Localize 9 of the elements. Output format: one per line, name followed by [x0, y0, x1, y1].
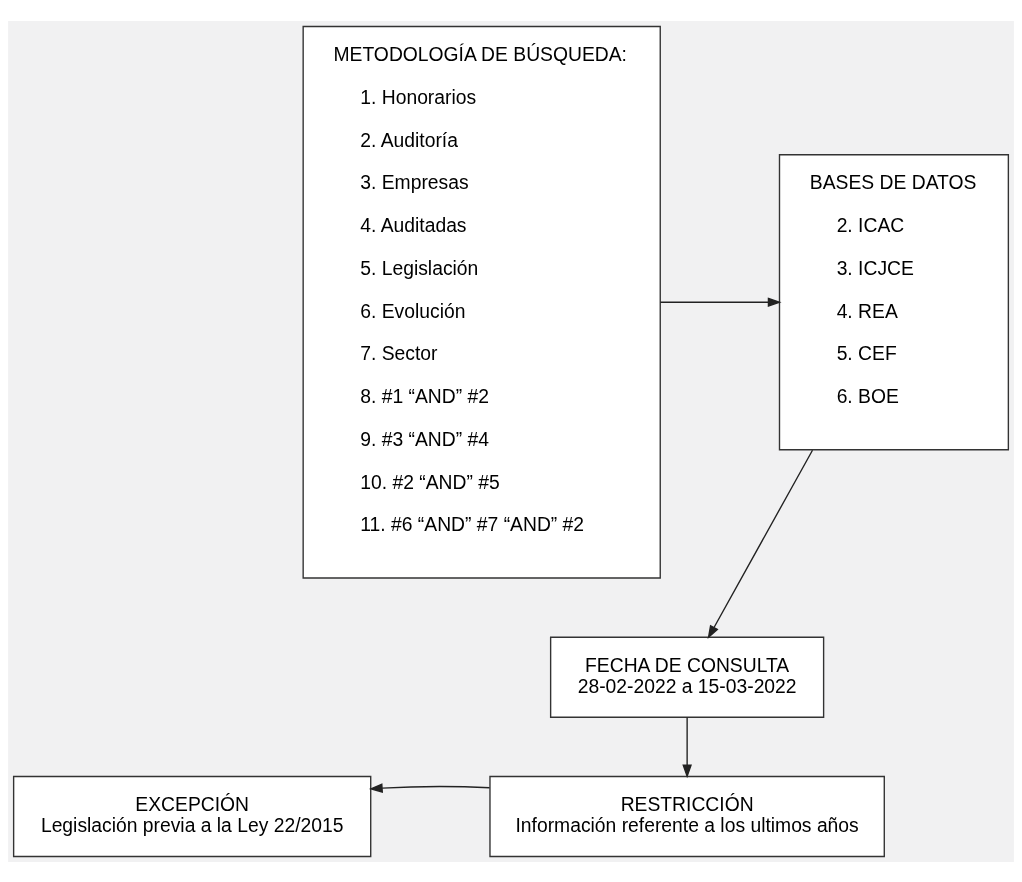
- arrow: [707, 449, 814, 639]
- arrow: [682, 716, 692, 778]
- node-box: EXCEPCIÓN Legislación previa a la Ley 22/2015: [12, 775, 372, 857]
- node-box: RESTRICCIÓN Información referente a los ultimos años: [489, 775, 885, 857]
- node-box: METODOLOGÍA DE BÚSQUEDA: 1. Honorarios 2. Auditoría 3. Empresas 4. Auditadas 5. Legislación 6. Evolución 7. Sector 8. #1 “AND” #2 9. #3 “AND” #4 10. #2 “AND” #5 11. #6 “AND” #7 “AND” #2: [302, 25, 661, 579]
- arrow: [368, 782, 491, 793]
- arrow: [659, 296, 782, 307]
- node-box: BASES DE DATOS 2. ICAC 3. ICJCE 4. REA 5. CEF 6. BOE: [778, 153, 1010, 450]
- node-box: FECHA DE CONSULTA 28-02-2022 a 15-03-2022: [549, 636, 825, 718]
